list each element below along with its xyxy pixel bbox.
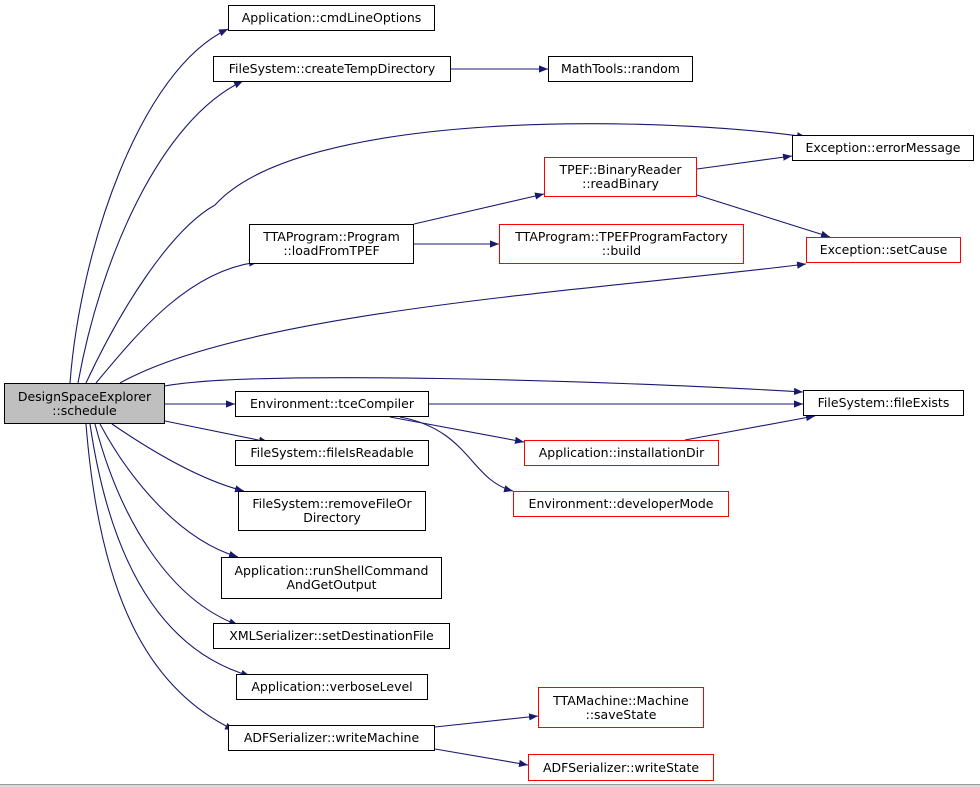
node-adfserializer-writestate[interactable]: ADFSerializer::writeState	[528, 754, 714, 781]
node-label-line: ADFSerializer::writeMachine	[243, 730, 420, 745]
node-environment-developermode[interactable]: Environment::developerMode	[513, 491, 729, 517]
edge-root-to-writemachine	[85, 423, 235, 731]
node-label-line: Environment::tceCompiler	[250, 396, 414, 411]
node-designspaceexplorer-schedule[interactable]: DesignSpaceExplorer ::schedule	[4, 383, 165, 424]
node-environment-tcecompiler[interactable]: Environment::tceCompiler	[235, 391, 429, 417]
window-bottom-border	[0, 784, 980, 787]
node-adfserializer-writemachine[interactable]: ADFSerializer::writeMachine	[228, 725, 435, 751]
node-application-installationdir[interactable]: Application::installationDir	[524, 440, 719, 466]
edge-root-to-verbose	[89, 423, 251, 677]
node-label-line: ::schedule	[52, 402, 117, 418]
node-label-line: TTAProgram::Program	[263, 229, 400, 244]
node-mathtools-random[interactable]: MathTools::random	[548, 56, 693, 82]
node-label-line: Exception::setCause	[819, 242, 948, 257]
node-label-line: Directory	[303, 510, 361, 525]
node-label-line: AndGetOutput	[286, 577, 377, 592]
node-application-cmdlineoptions[interactable]: Application::cmdLineOptions	[228, 5, 435, 31]
node-filesystem-createtempdirectory[interactable]: FileSystem::createTempDirectory	[213, 56, 451, 82]
edge-root-to-xmldest	[94, 423, 239, 626]
node-filesystem-fileisreadable[interactable]: FileSystem::fileIsReadable	[235, 440, 429, 466]
edge-readbinary-to-errmsg	[696, 153, 793, 170]
node-application-verboselevel[interactable]: Application::verboseLevel	[236, 674, 428, 700]
edge-root-to-setcause	[119, 261, 807, 384]
node-label-line: TTAMachine::Machine	[553, 692, 689, 708]
edge-tcecompiler-to-devmode	[399, 416, 514, 493]
edge-root-to-createtemp	[77, 80, 244, 384]
node-label-line: FileSystem::removeFileOr	[252, 496, 412, 511]
edge-root-to-errmsg	[85, 123, 807, 384]
node-label-line: Exception::errorMessage	[805, 140, 961, 155]
node-label-line: Environment::developerMode	[528, 496, 714, 511]
node-tpef-binaryreader-readbinary[interactable]: TPEF::BinaryReader ::readBinary	[544, 157, 697, 197]
node-label-line: ::saveState	[585, 706, 657, 722]
node-label-line: ::readBinary	[582, 176, 659, 191]
node-ttaprogram-tpefprogramfactory-build[interactable]: TTAProgram::TPEFProgramFactory ::build	[499, 224, 744, 264]
edge-tcecompiler-to-installdir	[389, 416, 525, 444]
edge-writemachine-to-writestate	[434, 748, 529, 768]
node-label-line: Application::installationDir	[538, 445, 705, 460]
node-exception-setcause[interactable]: Exception::setCause	[806, 237, 961, 263]
edge-loadtpef-to-readbinary	[413, 192, 545, 225]
node-label-line: FileSystem::fileExists	[817, 395, 950, 410]
node-label-line: FileSystem::fileIsReadable	[250, 445, 414, 460]
node-label-line: XMLSerializer::setDestinationFile	[229, 628, 434, 643]
edge-root-to-cmdline	[69, 28, 229, 384]
node-label-line: Application::runShellCommand	[234, 563, 429, 578]
node-label-line: DesignSpaceExplorer	[17, 388, 152, 404]
node-label-line: FileSystem::createTempDirectory	[228, 61, 436, 76]
node-label-line: ::build	[601, 243, 642, 258]
node-exception-errormessage[interactable]: Exception::errorMessage	[792, 135, 974, 161]
node-filesystem-fileexists[interactable]: FileSystem::fileExists	[803, 390, 964, 416]
node-filesystem-removefileordirectory[interactable]: FileSystem::removeFileOr Directory	[238, 491, 426, 531]
node-label-line: TPEF::BinaryReader	[559, 162, 682, 177]
edge-installdir-to-fileexists	[684, 414, 816, 441]
edge-root-to-shellcmd	[99, 423, 239, 558]
node-label-line: Application::verboseLevel	[251, 679, 413, 694]
node-ttaprogram-program-loadfromtpef[interactable]: TTAProgram::Program ::loadFromTPEF	[249, 224, 414, 264]
edge-root-to-loadtpef	[95, 259, 259, 384]
node-label-line: TTAProgram::TPEFProgramFactory	[515, 229, 728, 244]
edge-root-to-fileexists	[164, 377, 804, 396]
edge-readbinary-to-setcause	[696, 194, 831, 238]
node-ttamachine-machine-savestate[interactable]: TTAMachine::Machine ::saveState	[538, 687, 704, 728]
edge-root-to-readable	[164, 420, 269, 444]
edge-root-to-removefile	[111, 423, 245, 493]
node-label-line: Application::cmdLineOptions	[241, 10, 422, 25]
node-label-line: ADFSerializer::writeState	[542, 759, 700, 775]
edge-writemachine-to-savestate	[434, 713, 539, 728]
node-xmlserializer-setdestinationfile[interactable]: XMLSerializer::setDestinationFile	[213, 623, 450, 649]
node-label-line: MathTools::random	[561, 61, 680, 76]
node-application-runshellcommandandgetoutput[interactable]: Application::runShellCommand AndGetOutpu…	[221, 557, 442, 599]
node-label-line: ::loadFromTPEF	[283, 243, 380, 258]
